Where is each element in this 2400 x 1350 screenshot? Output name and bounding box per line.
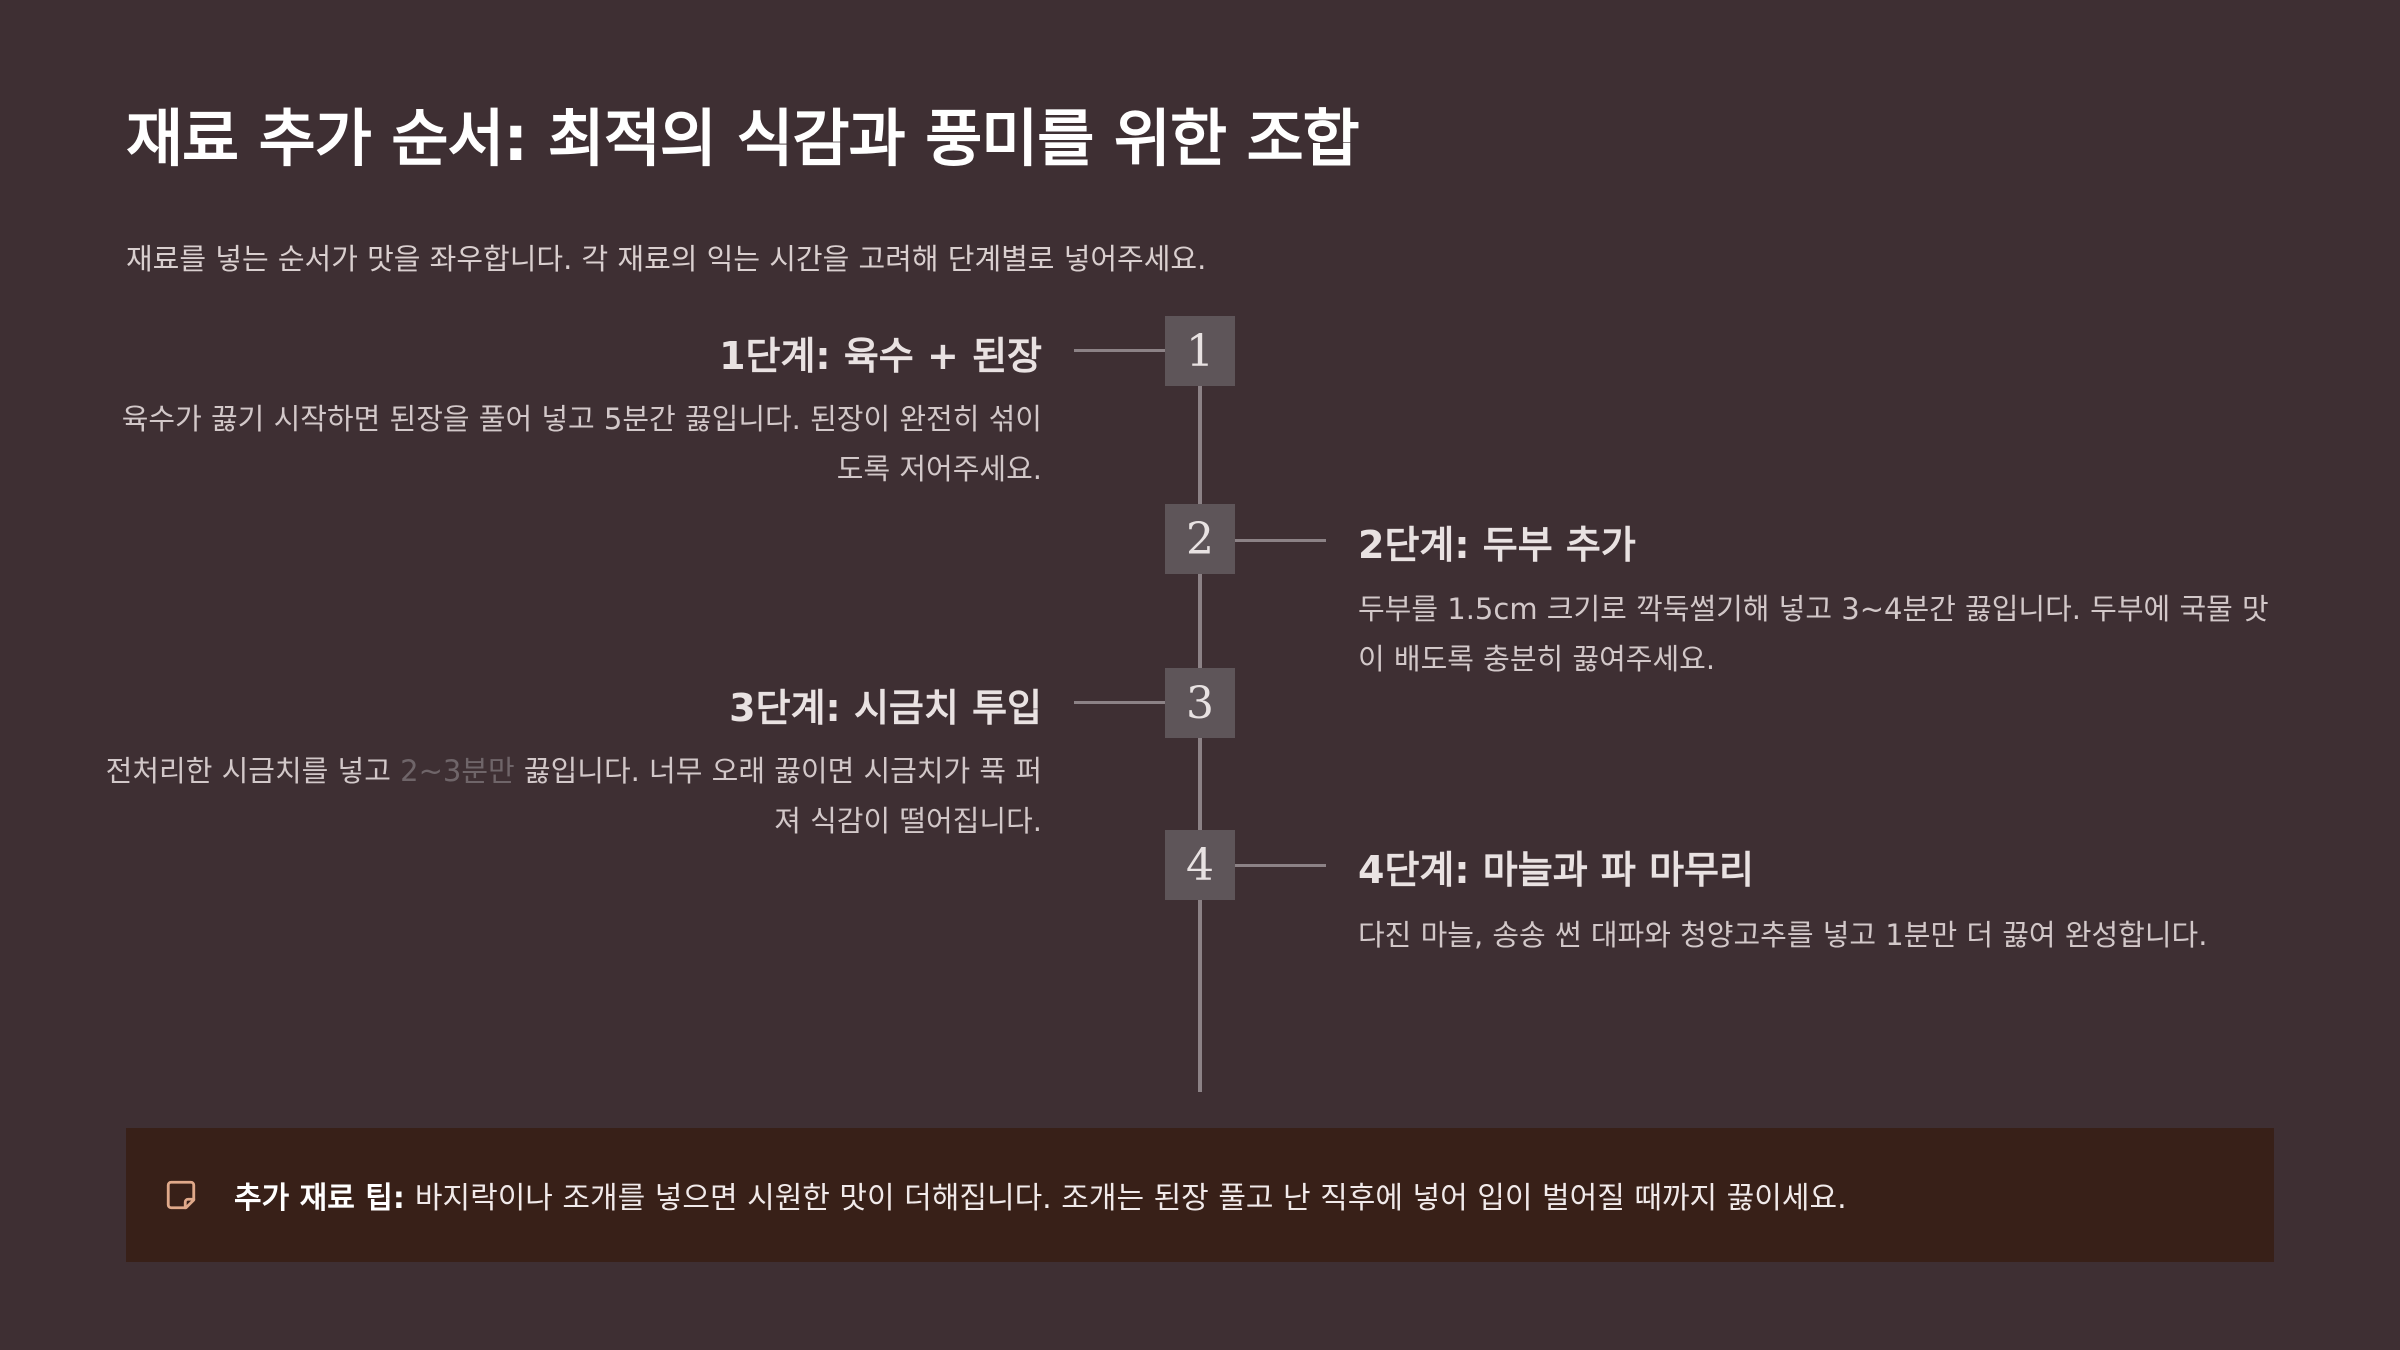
step-4-title: 4단계: 마늘과 파 마무리 <box>1358 848 1754 892</box>
step-3-number: 3 <box>1165 668 1235 738</box>
step-1-description: 육수가 끓기 시작하면 된장을 풀어 넣고 5분간 끓입니다. 된장이 완전히 … <box>121 402 1042 486</box>
step-3-title: 3단계: 시금치 투입 <box>729 686 1042 730</box>
step-1-connector <box>1074 349 1166 352</box>
tip-text: 추가 재료 팁: 바지락이나 조개를 넣으면 시원한 맛이 더해집니다. 조개는 … <box>234 1173 1847 1217</box>
step-2-number: 2 <box>1165 504 1235 574</box>
step-2-title: 2단계: 두부 추가 <box>1358 523 1636 567</box>
tip-box: 추가 재료 팁: 바지락이나 조개를 넣으면 시원한 맛이 더해집니다. 조개는 … <box>126 1128 2274 1262</box>
tip-body: 바지락이나 조개를 넣으면 시원한 맛이 더해집니다. 조개는 된장 풀고 난 … <box>414 1181 1847 1216</box>
step-4-number: 4 <box>1165 830 1235 900</box>
step-4-connector <box>1234 864 1326 867</box>
step-1-title: 1단계: 육수 + 된장 <box>719 334 1042 378</box>
page-title: 재료 추가 순서: 최적의 식감과 풍미를 위한 조합 <box>126 102 1360 175</box>
step-1-number: 1 <box>1165 316 1235 386</box>
sticky-note-icon <box>166 1180 196 1210</box>
step-2-connector <box>1234 539 1326 542</box>
step-3-desc-after: 끓입니다. 너무 오래 끓이면 시금치가 푹 퍼져 식감이 떨어집니다. <box>514 754 1042 838</box>
step-3-description: 전처리한 시금치를 넣고 2~3분만 끓입니다. 너무 오래 끓이면 시금치가 … <box>102 746 1042 846</box>
step-3-connector <box>1074 701 1166 704</box>
page-subtitle: 재료를 넣는 순서가 맛을 좌우합니다. 각 재료의 익는 시간을 고려해 단계… <box>126 242 1207 276</box>
tip-label: 추가 재료 팁: <box>234 1181 405 1216</box>
step-2-description: 두부를 1.5cm 크기로 깍둑썰기해 넣고 3~4분간 끓입니다. 두부에 국… <box>1358 592 2269 676</box>
step-3-desc-highlight: 2~3분만 <box>400 754 515 788</box>
step-3-desc-before: 전처리한 시금치를 넣고 <box>105 754 401 788</box>
step-4-description: 다진 마늘, 송송 썬 대파와 청양고추를 넣고 1분만 더 끓여 완성합니다. <box>1358 918 2208 952</box>
